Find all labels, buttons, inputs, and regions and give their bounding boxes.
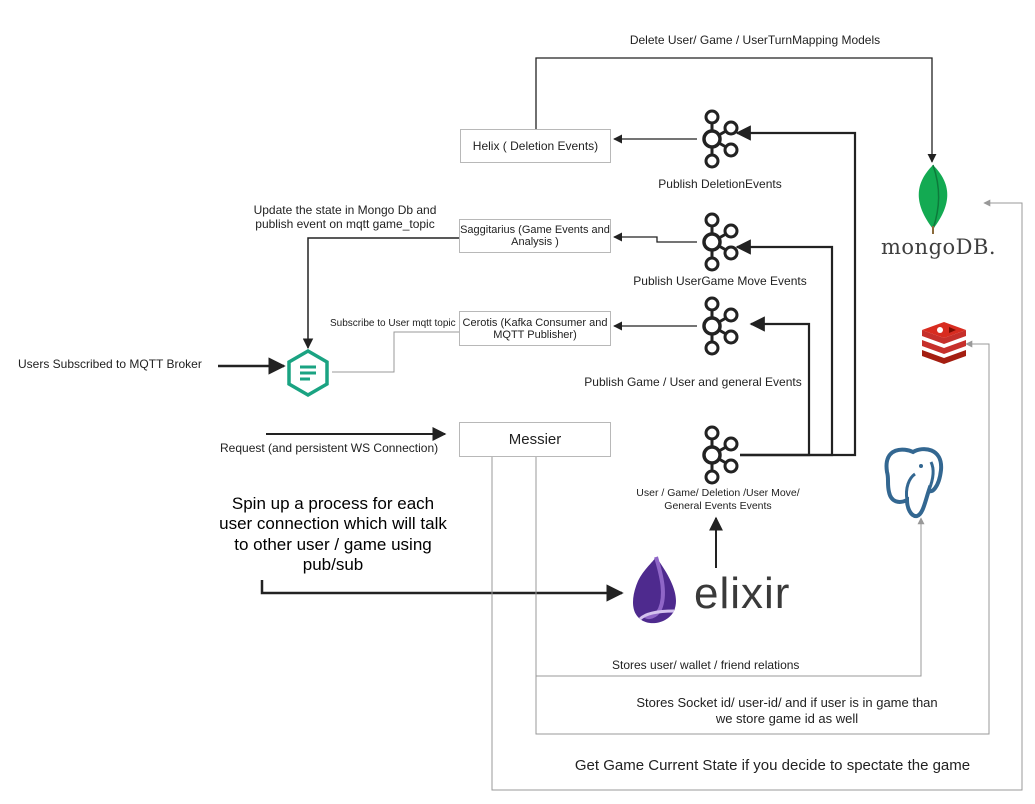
redis-icon (922, 322, 966, 364)
mongodb-logo-text: mongoDB. (881, 235, 997, 259)
request-ws-label: Request (and persistent WS Connection) (220, 441, 439, 455)
kafka-icon-game-user (702, 296, 739, 356)
publish-usergame-move-label: Publish UserGame Move Events (633, 274, 807, 288)
usergame-to-saggitarius-arrow (613, 232, 697, 243)
saggitarius-box[interactable]: Saggitarius (Game Events and Analysis ) (459, 219, 611, 253)
spinup-to-elixir-arrow (260, 580, 624, 602)
elixir-logo-text: elixir (694, 569, 791, 618)
elixir-drop-icon (633, 556, 676, 624)
spin-up-label: Spin up a process for each user connecti… (219, 494, 447, 575)
kafka-icon-deletion (702, 109, 739, 169)
publish-game-user-label: Publish Game / User and general Events (584, 375, 802, 389)
subscribe-user-topic-label: Subscribe to User mqtt topic (330, 318, 456, 329)
messier-to-postgres-connector (535, 457, 925, 677)
delete-models-connector (535, 57, 937, 163)
messier-to-mongo-connector (491, 199, 1023, 791)
delete-models-label: Delete User/ Game / UserTurnMapping Mode… (629, 33, 881, 47)
stores-socket-label: Stores Socket id/ user-id/ and if user i… (636, 695, 938, 726)
events-to-general-topic (740, 316, 811, 457)
kafka-icon-all-events (702, 425, 739, 485)
kafka-all-events-label: User / Game/ Deletion /User Move/ Genera… (636, 487, 800, 512)
cerotis-to-mqtt-connector (332, 331, 459, 373)
mqtt-broker-icon (287, 348, 329, 398)
update-state-label: Update the state in Mongo Db and publish… (253, 203, 437, 232)
messier-box[interactable]: Messier (459, 422, 611, 457)
users-subscribed-label: Users Subscribed to MQTT Broker (18, 357, 202, 371)
stores-user-label: Stores user/ wallet / friend relations (612, 658, 800, 672)
postgres-elephant-icon (884, 447, 944, 519)
publish-deletion-label: Publish DeletionEvents (658, 177, 782, 191)
get-game-state-label: Get Game Current State if you decide to … (574, 757, 971, 774)
saggitarius-to-mqtt-arrow (302, 237, 459, 350)
messier-to-redis-connector (535, 340, 990, 735)
helix-box[interactable]: Helix ( Deletion Events) (460, 129, 611, 163)
cerotis-box[interactable]: Cerotis (Kafka Consumer and MQTT Publish… (459, 311, 611, 346)
mongodb-leaf-icon (918, 164, 948, 234)
kafka-icon-usergame (702, 212, 739, 272)
